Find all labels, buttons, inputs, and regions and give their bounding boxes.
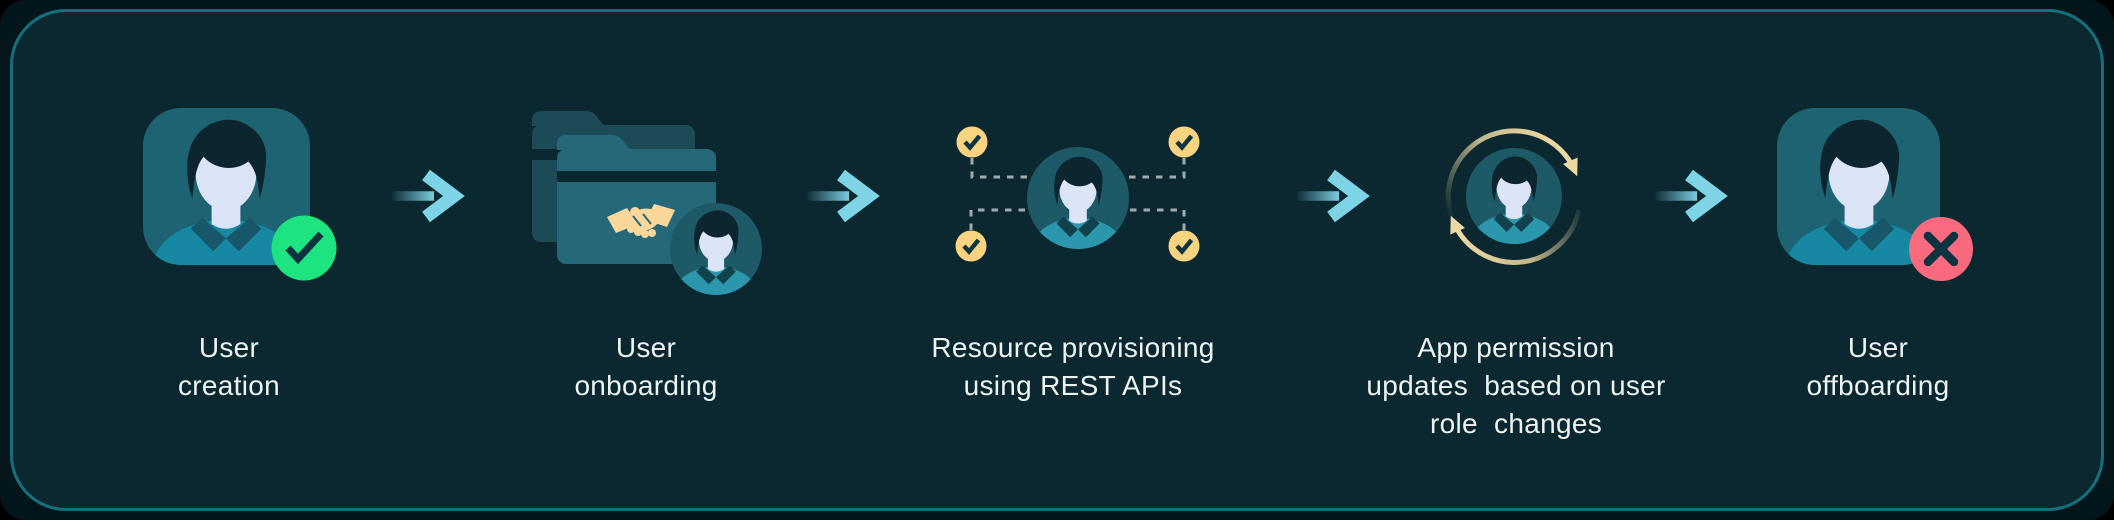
sync-arrows-icon	[1445, 128, 1582, 265]
check-circle-icon	[955, 230, 987, 262]
app-permission-updates-icon	[1445, 128, 1582, 265]
check-circle-icon	[1168, 126, 1200, 158]
user-onboarding-icon	[532, 111, 762, 295]
check-badge-icon	[271, 215, 337, 281]
user-offboarding-icon	[1777, 108, 1973, 281]
check-circle-icon	[1168, 230, 1200, 262]
step-label-app-permission-updates: App permission updates based on user rol…	[1366, 332, 1666, 439]
flow-arrow-right-icon	[1655, 169, 1728, 223]
cross-badge-icon	[1909, 217, 1973, 281]
step-label-resource-provisioning: Resource provisioning using REST APIs	[931, 332, 1215, 401]
step-label-user-onboarding: User onboarding	[574, 332, 718, 401]
flow-arrow-right-icon	[807, 169, 880, 223]
user-creation-icon	[143, 108, 337, 281]
step-label-user-creation: User creation	[177, 332, 281, 401]
diagram-panel	[10, 9, 2104, 511]
handshake-icon	[607, 204, 675, 238]
resource-provisioning-icon	[955, 126, 1200, 262]
flow-arrow-right-icon	[392, 169, 465, 223]
flow-arrow-right-icon	[1297, 169, 1370, 223]
step-label-user-offboarding: User offboarding	[1806, 332, 1950, 401]
dashed-connector-lines	[969, 158, 1186, 230]
check-circle-icon	[956, 126, 988, 158]
